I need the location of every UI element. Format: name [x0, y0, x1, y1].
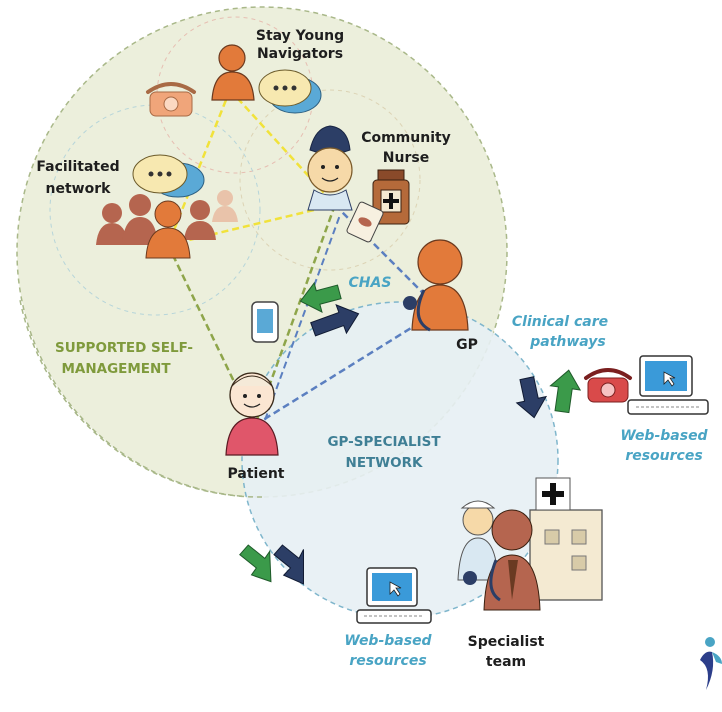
web-resources-label: Web-based: [620, 428, 708, 444]
supported-self-management-label: SUPPORTED SELF-: [55, 340, 193, 356]
community-nurse-label: Community: [361, 130, 451, 146]
nurse-icon: [307, 125, 353, 211]
facilitated-network-label: Facilitated: [36, 159, 119, 175]
phone-icon: [146, 82, 196, 117]
chas-label: CHAS: [349, 275, 392, 291]
computer-icon: [356, 567, 432, 624]
navy-arrow-icon: [515, 376, 548, 419]
green-arrow-icon: [239, 544, 272, 583]
navy-arrow-icon: [273, 544, 304, 585]
phone-icon: [584, 368, 632, 403]
chat-bubble-icon: [258, 69, 322, 114]
patient-label: Patient: [228, 466, 285, 482]
web-resources-label: resources: [349, 653, 426, 669]
specialist-team-label: team: [486, 654, 526, 670]
specialist-team-icon: [457, 500, 541, 611]
clinical-care-label: pathways: [529, 334, 606, 350]
patient-icon: [225, 372, 279, 456]
group-people-icon: [96, 190, 238, 259]
web-resources-label: resources: [625, 448, 702, 464]
hospital-icon: [529, 477, 603, 601]
navigator-person-icon: [211, 44, 255, 101]
clinical-care-label: Clinical care: [512, 314, 608, 330]
brand-logo: [700, 637, 722, 690]
specialist-team-label: Specialist: [468, 634, 545, 650]
navy-arrow-icon: [310, 304, 360, 337]
stay-young-label: Navigators: [257, 46, 343, 62]
gp-specialist-network-label: NETWORK: [346, 455, 423, 471]
web-resources-label: Web-based: [344, 633, 432, 649]
mobile-phone-icon: [251, 301, 279, 343]
gp-specialist-network-label: GP-SPECIALIST: [327, 434, 441, 450]
green-arrow-icon: [549, 369, 582, 414]
pill-card-icon: [346, 201, 384, 243]
gp-label: GP: [456, 337, 478, 353]
green-arrow-icon: [299, 281, 342, 313]
chat-bubble-icon: [132, 154, 205, 198]
gp-doctor-icon: [403, 239, 469, 332]
supported-self-management-label: MANAGEMENT: [61, 361, 171, 377]
stay-young-label: Stay Young: [256, 28, 344, 44]
community-nurse-label: Nurse: [383, 150, 429, 166]
computer-icon: [627, 355, 709, 415]
facilitated-network-label: network: [46, 181, 112, 197]
